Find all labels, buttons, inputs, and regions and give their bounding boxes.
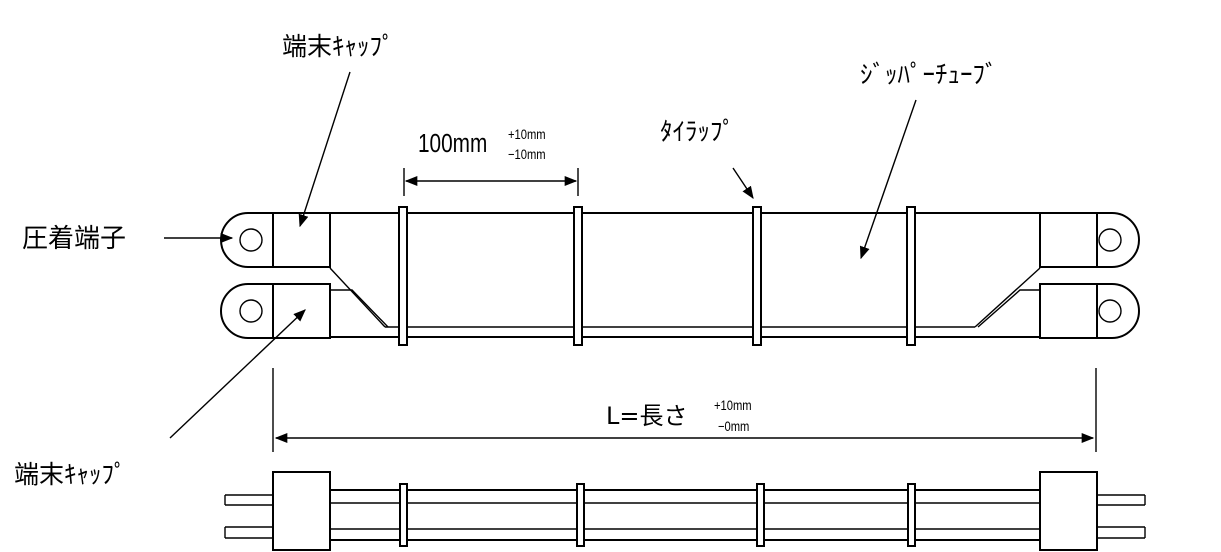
left-crimp-terminals [220,212,273,339]
crimp-terminal-ring [220,283,273,339]
terminal-cap [1039,283,1098,339]
tie-wrap-leader [732,167,754,200]
left-transition-1 [329,267,386,328]
tie-wrap-band-side [399,483,408,547]
crimp-terminal-hole [1098,228,1122,252]
tie-wrap-band [398,206,408,346]
tie-wrap-label: ﾀｲﾗｯﾌﾟ [660,117,735,146]
spacing-dimension: 100mm +10mm −10mm [403,127,579,196]
side-view [224,471,1146,551]
length-tol-minus: −0mm [718,419,749,434]
terminal-cap-side [272,471,331,551]
tie-wrap-band-side [756,483,765,547]
spacing-tol-plus: +10mm [508,127,546,142]
top-view [220,206,1140,346]
terminal-cap-bottom-label: 端末ｷｬｯﾌﾟ [14,460,127,489]
length-dimension: L=長さ +10mm −0mm [272,368,1097,452]
tie-wrap-band [752,206,762,346]
crimp-terminal-hole [1098,299,1122,323]
tie-wrap-band-side [907,483,916,547]
crimp-terminal-ring [1097,212,1140,268]
terminal-cap [1039,212,1098,268]
terminal-cap [272,283,331,339]
right-transition-2 [977,289,1040,328]
tie-wrap-band [906,206,916,346]
crimp-terminal-hole [239,228,263,252]
zipper-tube-leader [859,99,917,260]
crimp-terminal-ring [220,212,273,268]
terminal-cap-top-label: 端末ｷｬｯﾌﾟ [282,32,395,61]
length-tol-plus: +10mm [714,398,752,413]
tie-wrap-band-side [576,483,585,547]
spacing-tol-minus: −10mm [508,147,546,162]
terminal-cap-bottom-leader [169,309,306,439]
crimp-terminal-ring [1097,283,1140,339]
leaders [164,71,917,439]
length-value: L=長さ [606,402,687,430]
terminal-cap-top-leader [298,71,351,228]
crimp-terminal-hole [239,299,263,323]
left-transition-2 [330,289,389,328]
tie-wrap-band [573,206,583,346]
terminal-cap-side [1039,471,1098,551]
spacing-value: 100mm [418,129,487,158]
right-transition-1 [974,267,1041,328]
crimp-terminal-label: 圧着端子 [22,224,126,254]
zipper-tube-label: ｼﾞｯﾊﾟｰﾁｭｰﾌﾞ [860,60,998,89]
right-crimp-terminals [1097,212,1140,339]
